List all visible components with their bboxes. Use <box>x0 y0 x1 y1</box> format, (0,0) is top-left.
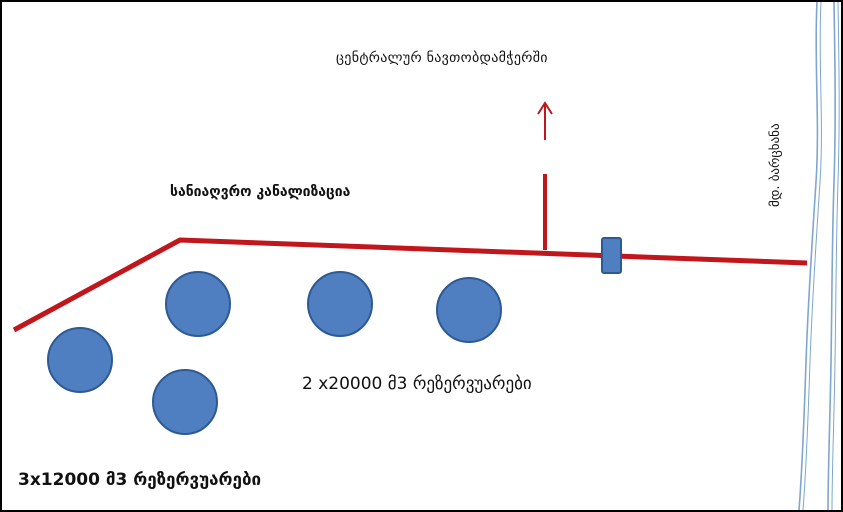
reservoir-small-3 <box>152 369 218 435</box>
reservoir-small-1 <box>47 327 113 393</box>
river-bank-right <box>827 2 836 510</box>
river-bank-left <box>798 2 819 510</box>
reservoir-large-1 <box>307 271 373 337</box>
reservoir-large-2 <box>436 277 502 343</box>
valve-icon <box>601 237 622 274</box>
river-label: მდ. ბარცხანა <box>768 123 783 207</box>
river-bank-left-inner <box>802 2 822 510</box>
central-depot-label: ცენტრალურ ნავთობდამჭერში <box>336 50 548 66</box>
small-reservoirs-label: 3x12000 მ3 რეზერვუარები <box>18 470 262 490</box>
river-bank-right-inner <box>831 2 840 510</box>
sewerage-label: სანიაღვრო კანალიზაცია <box>170 184 351 200</box>
arrow-up-icon <box>537 101 553 140</box>
reservoir-small-2 <box>165 271 231 337</box>
large-reservoirs-label: 2 x20000 მ3 რეზერვუარები <box>302 374 532 394</box>
sewer-pipe <box>12 237 808 333</box>
